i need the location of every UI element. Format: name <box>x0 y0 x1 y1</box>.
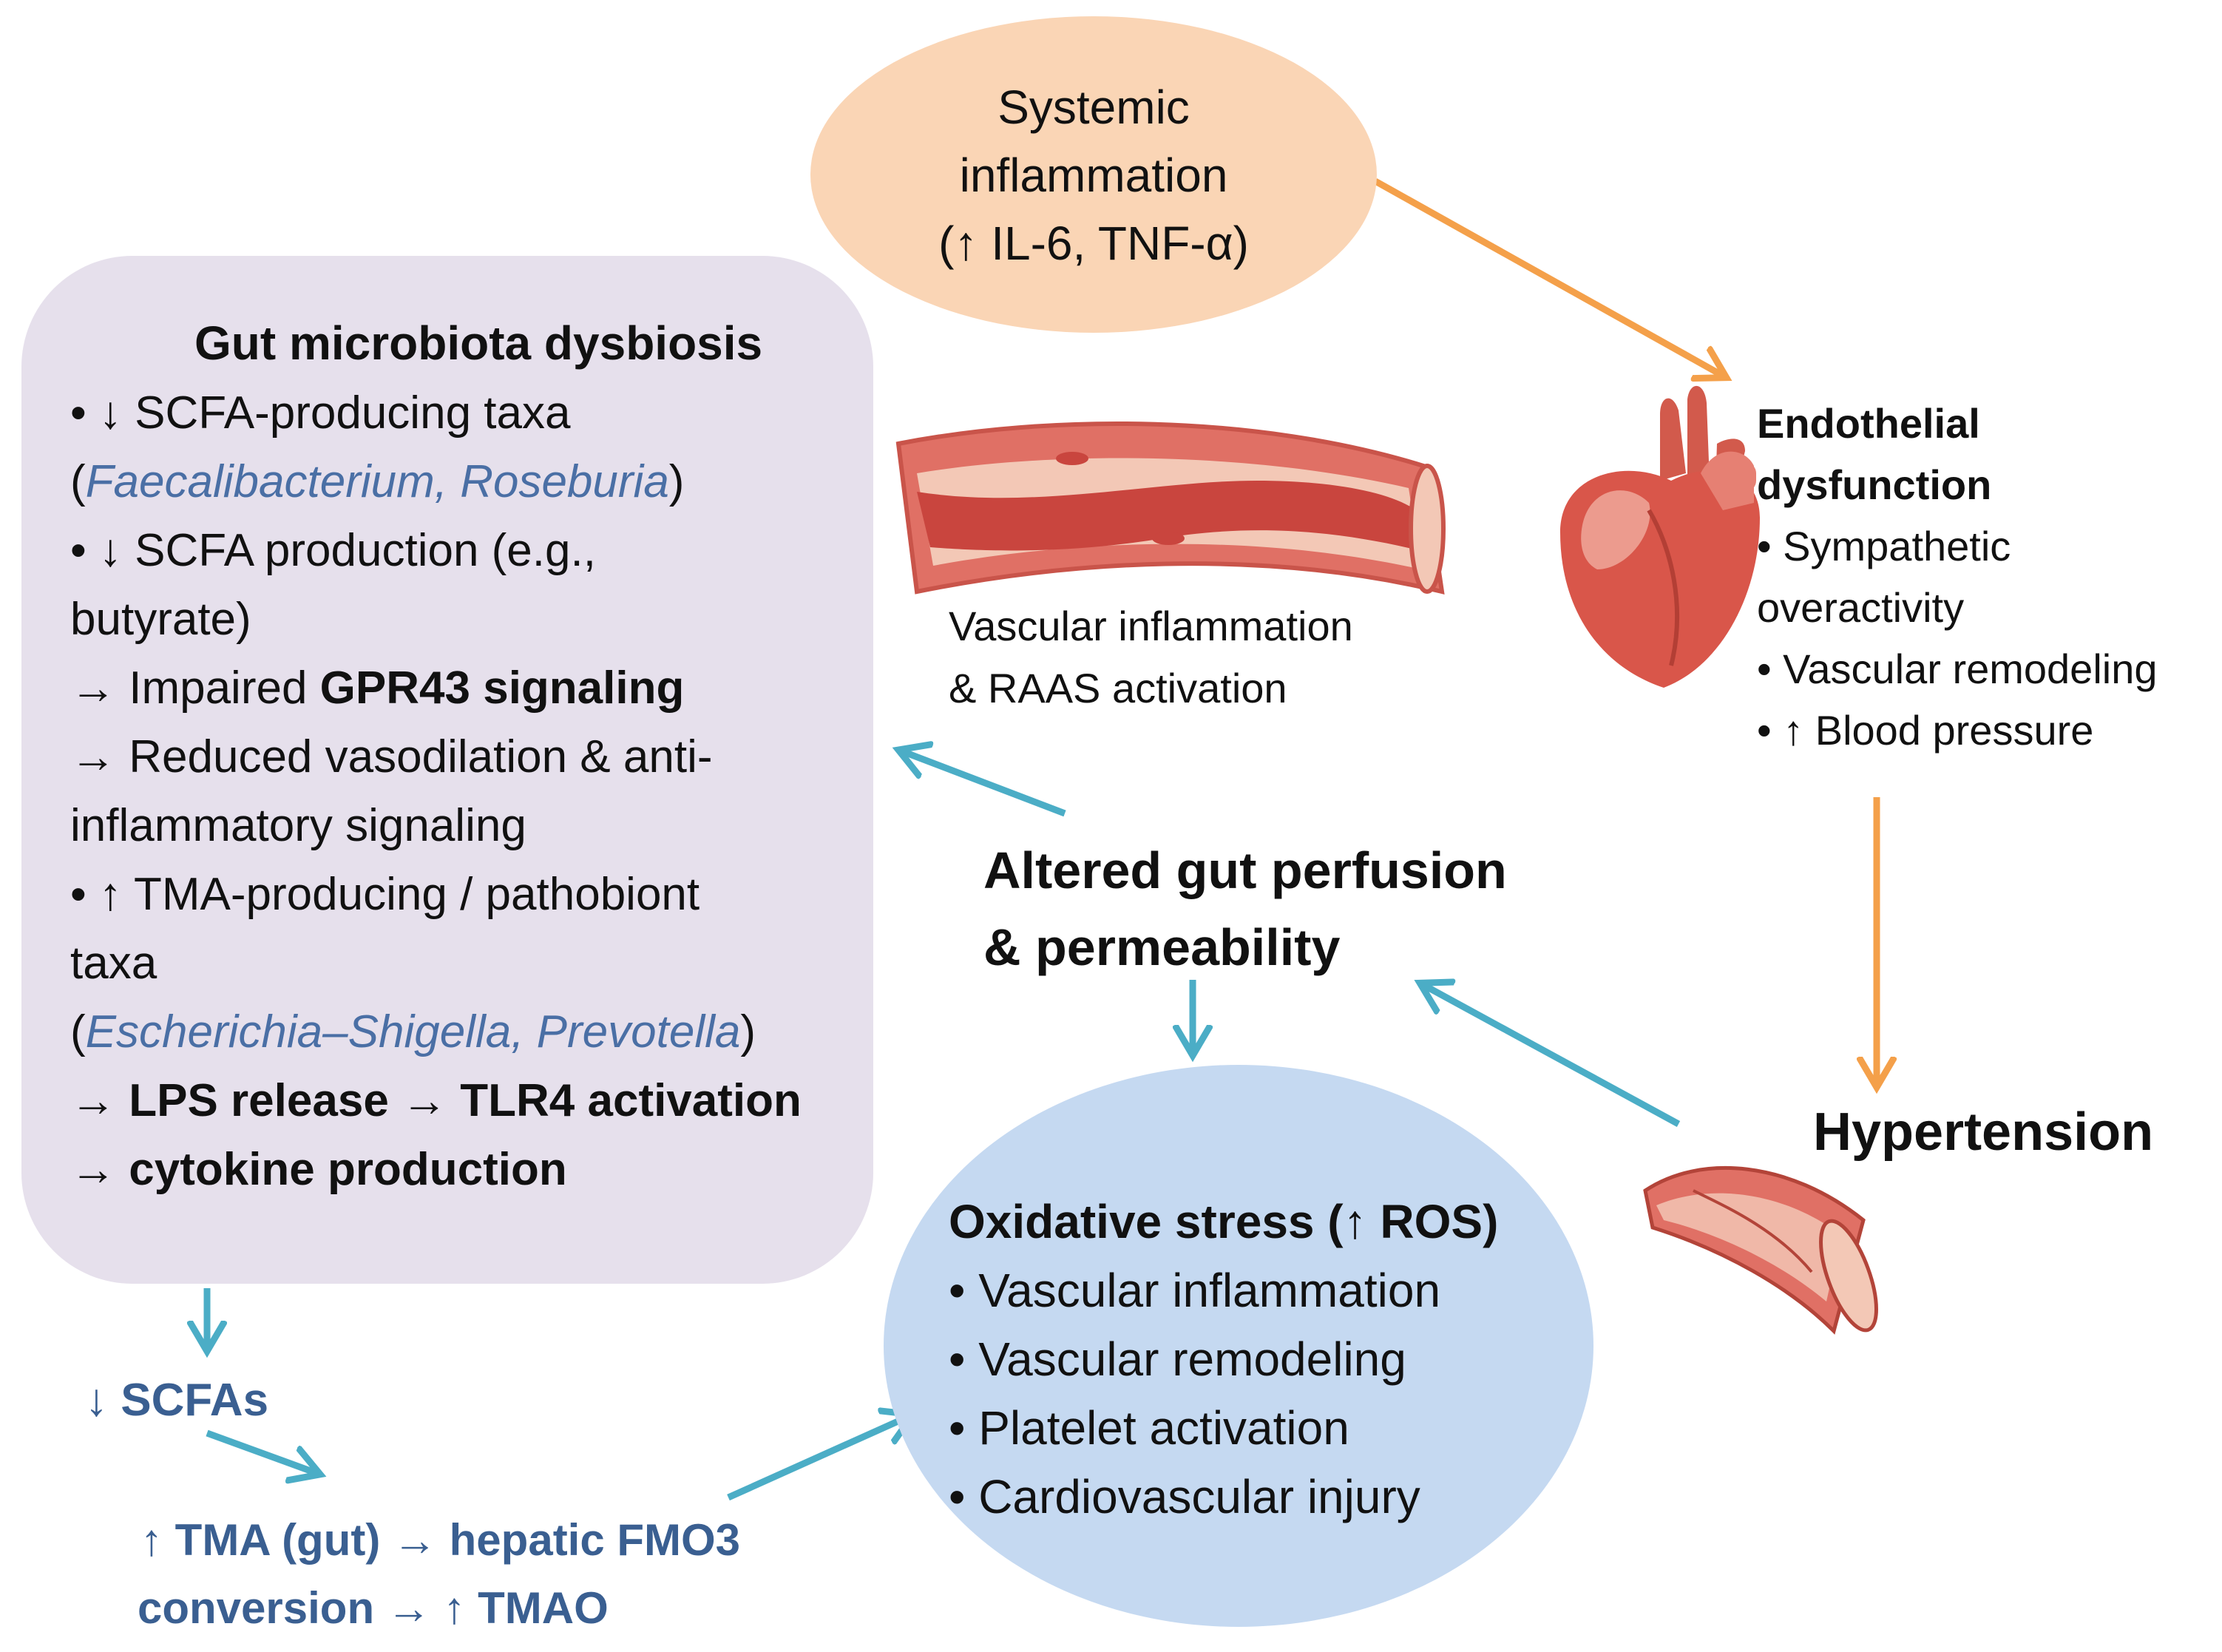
taxa-pathobionts: Escherichia–Shigella, Prevotella <box>85 1006 741 1057</box>
blood-vessel-icon <box>895 422 1446 595</box>
heart-icon <box>1560 385 1760 688</box>
gut-line-10: (Escherichia–Shigella, Prevotella) <box>70 1006 756 1057</box>
gut-perfusion-label: Altered gut perfusion & permeability <box>983 832 1507 986</box>
endothelial-bullet-2: • Vascular remodeling <box>1757 646 2158 692</box>
perfusion-line-2: & permeability <box>983 918 1341 976</box>
oxidative-bullet-4: • Cardiovascular injury <box>949 1470 1420 1523</box>
tmao-line-2: conversion → ↑ TMAO <box>138 1583 609 1633</box>
vessel-line-1: Vascular inflammation <box>949 603 1353 649</box>
gut-title: Gut microbiota dysbiosis <box>194 316 763 370</box>
gut-line-1: • ↓ SCFA-producing taxa <box>70 387 571 439</box>
inflammation-line-3: (↑ IL-6, TNF-α) <box>938 217 1249 270</box>
gut-line-6: → Reduced vasodilation & anti- <box>70 731 713 782</box>
gut-line-12: → cytokine production <box>70 1144 567 1195</box>
endothelial-bullet-3: • ↑ Blood pressure <box>1757 707 2094 754</box>
endothelial-bullet-1: • Sympathetic <box>1757 523 2011 569</box>
endothelial-title-2: dysfunction <box>1757 461 1992 508</box>
gut-dysbiosis-box: Gut microbiota dysbiosis • ↓ SCFA-produc… <box>21 256 873 1284</box>
arrow-scfa-to-tma <box>206 1429 316 1473</box>
oxidative-bullet-3: • Platelet activation <box>949 1401 1349 1455</box>
vessel-line-2: & RAAS activation <box>949 665 1287 711</box>
tmao-line-1: ↑ TMA (gut) → hepatic FMO3 <box>140 1515 741 1565</box>
inflammation-line-2: inflammation <box>959 149 1228 202</box>
artery-icon <box>1643 1166 1878 1335</box>
gut-line-4: butyrate) <box>70 594 251 645</box>
endothelial-title-1: Endothelial <box>1757 400 1980 447</box>
oxidative-bullet-1: • Vascular inflammation <box>949 1264 1441 1317</box>
hypertension-label: Hypertension <box>1813 1103 2154 1162</box>
gut-line-5: → Impaired GPR43 signaling <box>70 663 685 714</box>
gut-line-11: → LPS release → TLR4 activation <box>70 1075 802 1126</box>
perfusion-line-1: Altered gut perfusion <box>983 842 1507 899</box>
taxa-scfa-producers: Faecalibacterium, Roseburia <box>85 456 669 507</box>
oxidative-stress-node <box>884 1065 1593 1627</box>
arrow-inflammation-to-endothelial <box>1373 178 1723 376</box>
arrow-hypertension-to-perfusion <box>1423 985 1681 1127</box>
gut-line-9: taxa <box>70 938 157 989</box>
arrow-tmao-to-oxidative <box>727 1416 910 1501</box>
gut-line-2: (Faecalibacterium, Roseburia) <box>70 456 685 507</box>
inflammation-line-1: Systemic <box>997 81 1190 134</box>
scfa-label: ↓ SCFAs <box>85 1375 269 1426</box>
oxidative-title: Oxidative stress (↑ ROS) <box>949 1195 1499 1248</box>
gut-line-3: • ↓ SCFA production (e.g., <box>70 525 596 576</box>
arrow-perfusion-to-gut <box>902 751 1066 817</box>
systemic-inflammation-node <box>810 16 1377 333</box>
gut-line-8: • ↑ TMA-producing / pathobiont <box>70 869 700 920</box>
endothelial-bullet-1b: overactivity <box>1757 584 1965 631</box>
gut-line-7: inflammatory signaling <box>70 800 526 851</box>
oxidative-bullet-2: • Vascular remodeling <box>949 1333 1406 1386</box>
vascular-inflammation-caption: Vascular inflammation & RAAS activation <box>949 595 1353 720</box>
